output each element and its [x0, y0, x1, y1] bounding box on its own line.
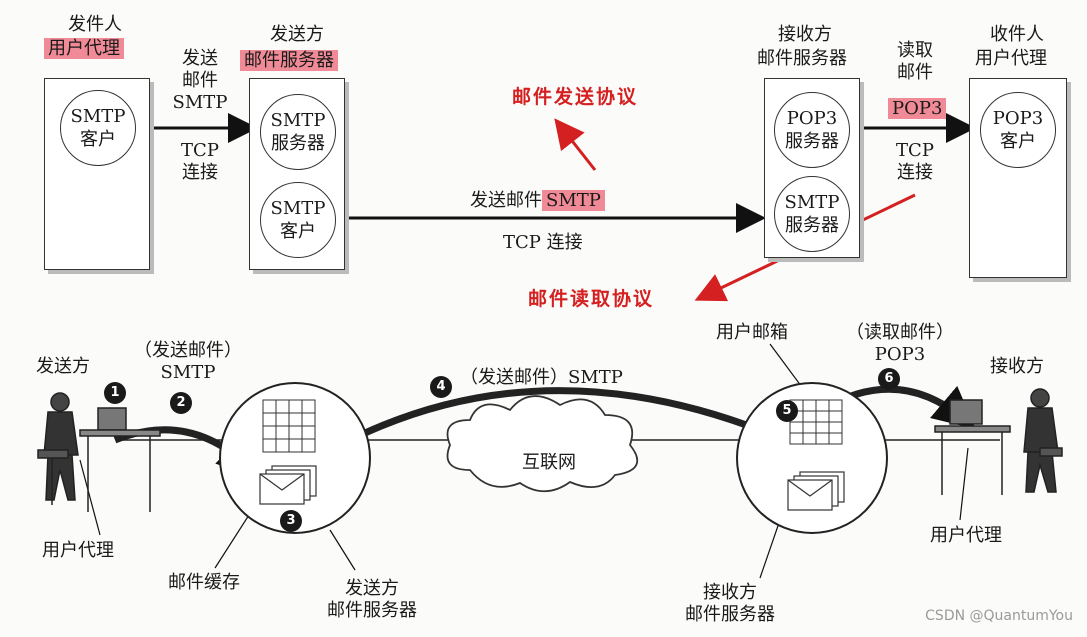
read-protocol-note: 邮件读取协议	[528, 288, 655, 310]
recv-server-grid	[789, 399, 843, 445]
mail-cache-label: 邮件缓存	[168, 572, 240, 593]
ua-right-label: 用户代理	[930, 525, 1002, 546]
receiver-subtitle: 用户代理	[975, 48, 1047, 69]
send-server-subtitle: 邮件服务器	[240, 50, 338, 72]
step-3-badge: 3	[280, 510, 302, 532]
bottom-receiver-label: 接收方	[990, 356, 1044, 377]
mail-cache-envelopes	[259, 465, 317, 505]
link2-tcp-label: TCP 连接	[503, 232, 583, 253]
recv-server-title: 接收方	[778, 24, 832, 45]
link3-proto: POP3	[888, 98, 947, 120]
step6-label: （读取邮件）POP3	[846, 322, 954, 365]
receiver-title: 收件人	[990, 24, 1044, 45]
internet-cloud	[446, 395, 639, 493]
recv-server-label: 接收方邮件服务器	[685, 582, 775, 625]
step-1-badge: 1	[104, 382, 126, 404]
step-2-badge: 2	[170, 392, 192, 414]
mailbox-label: 用户邮箱	[716, 322, 788, 343]
receiver-person-icon	[934, 388, 1063, 495]
step-4-badge: 4	[430, 376, 452, 398]
ua-left-label: 用户代理	[42, 540, 114, 561]
step2-label: （发送邮件）SMTP	[134, 340, 242, 383]
step-6-badge: 6	[878, 368, 900, 390]
step4-label: （发送邮件）SMTP	[460, 367, 623, 388]
recv-envelopes	[787, 471, 845, 511]
send-server-title: 发送方	[270, 24, 324, 45]
sender-title: 发件人	[68, 14, 122, 35]
red-pointer-send	[554, 118, 597, 171]
link3-label: 读取邮件	[897, 40, 933, 83]
watermark: CSDN @QuantumYou	[925, 608, 1073, 624]
recv-server-circle	[736, 382, 888, 534]
send-protocol-note: 邮件发送协议	[512, 86, 639, 108]
send-server-label: 发送方邮件服务器	[327, 578, 417, 621]
bottom-sender-label: 发送方	[36, 356, 90, 377]
send-server-circle	[219, 382, 371, 534]
sender-subtitle: 用户代理	[44, 38, 124, 60]
internet-label: 互联网	[522, 452, 576, 473]
sender-person-icon	[37, 392, 161, 512]
send-server-grid	[262, 399, 316, 453]
step-5-badge: 5	[776, 400, 798, 422]
recv-server-subtitle: 邮件服务器	[757, 48, 847, 69]
